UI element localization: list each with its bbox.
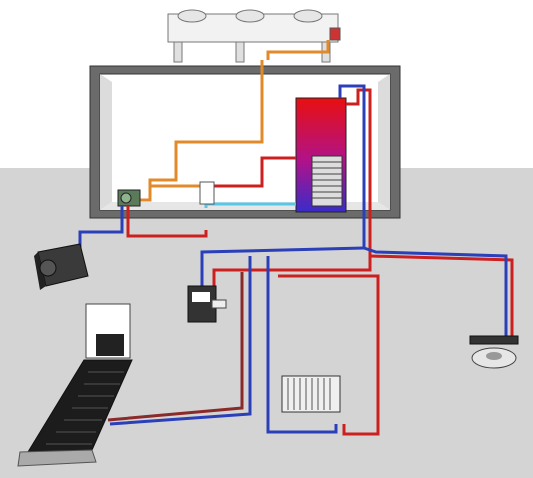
cold-pipe-tank: [338, 84, 366, 248]
hot-pipe-radiator: [278, 274, 380, 436]
hot-main-right: [369, 254, 514, 336]
ceiling-fan-icon: [469, 335, 519, 369]
radiator-icon: [281, 375, 341, 413]
hot-pipe-tank-top: [346, 88, 372, 256]
cold-main-right: [363, 246, 508, 336]
cold-pipe-floor: [109, 256, 252, 426]
hot-pipe-air-handler: [126, 206, 208, 238]
cold-main-left: [200, 246, 365, 288]
cold-pipe-radiator: [266, 256, 338, 434]
refrigerant-pipe: [130, 60, 264, 202]
refrigerant-pipe-3: [266, 40, 330, 60]
air-unit-icon: [34, 243, 89, 290]
hot-pipe-floor: [107, 272, 244, 422]
cold-pipe-air-handler: [78, 206, 124, 254]
floor-loop-icon: [17, 303, 133, 467]
compressor-icon: [117, 181, 215, 207]
hot-main-left: [212, 256, 372, 288]
fan-coil-icon: [187, 285, 227, 323]
fan-unit-icon: [167, 9, 341, 63]
hot-pipe-room: [210, 156, 296, 188]
tank-icon: [295, 97, 347, 213]
